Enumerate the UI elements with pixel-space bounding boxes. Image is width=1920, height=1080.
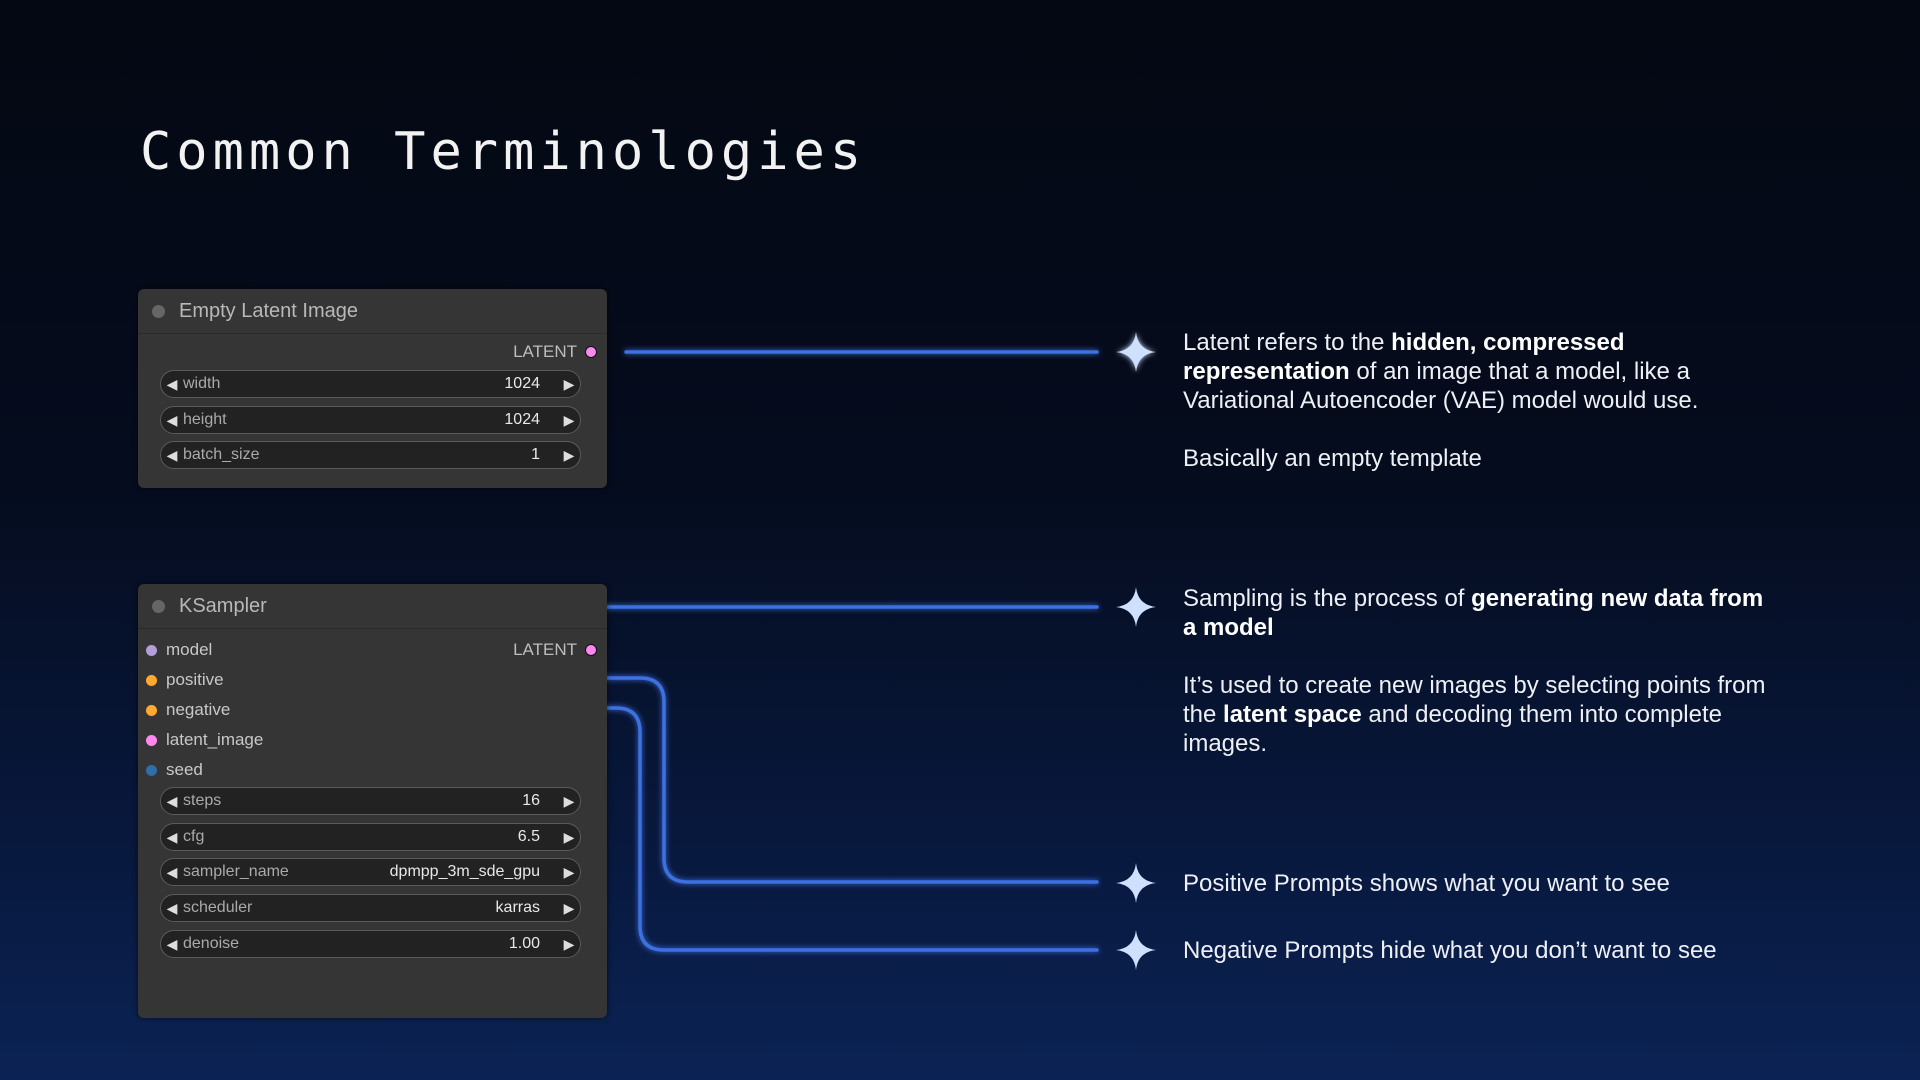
sparkle-icon bbox=[1116, 332, 1156, 372]
increment-arrow-icon[interactable]: ▶ bbox=[563, 828, 575, 845]
steps-widget[interactable]: ◀ steps 16 ▶ bbox=[160, 787, 581, 815]
slot-label: model bbox=[166, 640, 213, 659]
text: and decoding them into complete images. bbox=[1183, 701, 1722, 757]
negative-wire bbox=[295, 706, 1099, 952]
text: Basically an empty template bbox=[1183, 445, 1482, 472]
node-title: KSampler bbox=[179, 594, 267, 617]
denoise-widget[interactable]: ◀ denoise 1.00 ▶ bbox=[160, 930, 581, 958]
decrement-arrow-icon[interactable]: ◀ bbox=[166, 446, 178, 463]
slot-label: latent_image bbox=[166, 730, 264, 749]
decrement-arrow-icon[interactable]: ◀ bbox=[166, 863, 178, 880]
decrement-arrow-icon[interactable]: ◀ bbox=[166, 375, 178, 392]
latent-pin-icon[interactable] bbox=[585, 644, 597, 656]
negative-pin-icon[interactable] bbox=[146, 704, 157, 716]
widget-value: karras bbox=[495, 899, 540, 916]
widget-value: dpmpp_3m_sde_gpu bbox=[389, 863, 540, 880]
widget-label: sampler_name bbox=[183, 863, 289, 880]
input-negative[interactable]: negative bbox=[146, 700, 230, 720]
negative-annotation: Negative Prompts hide what you don’t wan… bbox=[1183, 937, 1717, 964]
sparkle-icon bbox=[1116, 863, 1156, 903]
widget-value: 1024 bbox=[504, 411, 540, 428]
input-positive[interactable]: positive bbox=[146, 670, 224, 690]
scheduler-widget[interactable]: ◀ scheduler karras ▶ bbox=[160, 894, 581, 922]
height-widget[interactable]: ◀ height 1024 ▶ bbox=[160, 406, 581, 434]
increment-arrow-icon[interactable]: ▶ bbox=[563, 446, 575, 463]
sparkle-icon bbox=[1116, 930, 1156, 970]
increment-arrow-icon[interactable]: ▶ bbox=[563, 863, 575, 880]
text: Latent refers to the bbox=[1183, 329, 1392, 356]
increment-arrow-icon[interactable]: ▶ bbox=[563, 899, 575, 916]
positive-pin-icon[interactable] bbox=[146, 674, 157, 686]
widget-label: width bbox=[183, 375, 221, 392]
input-latent-image[interactable]: latent_image bbox=[146, 730, 263, 750]
seed-pin-icon[interactable] bbox=[146, 764, 157, 776]
slot-label: seed bbox=[166, 760, 203, 779]
increment-arrow-icon[interactable]: ▶ bbox=[563, 935, 575, 952]
page-title: Common Terminologies bbox=[140, 122, 867, 182]
positive-annotation: Positive Prompts shows what you want to … bbox=[1183, 870, 1670, 897]
input-seed[interactable]: seed bbox=[146, 760, 203, 780]
widget-label: height bbox=[183, 411, 227, 428]
widget-value: 1024 bbox=[504, 375, 540, 392]
slot-label: negative bbox=[166, 700, 231, 719]
slot-label: positive bbox=[166, 670, 224, 689]
widget-label: denoise bbox=[183, 935, 240, 952]
node-header[interactable]: Empty Latent Image bbox=[138, 289, 607, 334]
widget-label: cfg bbox=[183, 828, 205, 845]
decrement-arrow-icon[interactable]: ◀ bbox=[166, 935, 178, 952]
decrement-arrow-icon[interactable]: ◀ bbox=[166, 792, 178, 809]
text: of an image that a model, like a Variati… bbox=[1183, 358, 1699, 414]
text: Sampling is the process of bbox=[1183, 585, 1472, 612]
output-latent[interactable]: LATENT bbox=[513, 342, 597, 362]
output-label: LATENT bbox=[513, 640, 577, 659]
input-model[interactable]: model bbox=[146, 640, 212, 660]
increment-arrow-icon[interactable]: ▶ bbox=[563, 375, 575, 392]
sampler-name-widget[interactable]: ◀ sampler_name dpmpp_3m_sde_gpu ▶ bbox=[160, 858, 581, 886]
decrement-arrow-icon[interactable]: ◀ bbox=[166, 899, 178, 916]
output-latent[interactable]: LATENT bbox=[513, 640, 597, 660]
empty-latent-image-node[interactable]: Empty Latent Image LATENT ◀ width 1024 ▶… bbox=[138, 289, 607, 488]
latent-annotation: Latent refers to the hidden, compressed … bbox=[1183, 328, 1763, 502]
widget-label: scheduler bbox=[183, 899, 253, 916]
model-pin-icon[interactable] bbox=[146, 644, 157, 656]
widget-value: 1 bbox=[531, 446, 540, 463]
sparkle-icon bbox=[1116, 587, 1156, 627]
increment-arrow-icon[interactable]: ▶ bbox=[563, 792, 575, 809]
text: It’s used to create new images by select… bbox=[1183, 672, 1766, 728]
latent-pin-icon[interactable] bbox=[146, 734, 157, 746]
collapse-dot-icon[interactable] bbox=[152, 599, 165, 613]
increment-arrow-icon[interactable]: ▶ bbox=[563, 411, 575, 428]
widget-value: 1.00 bbox=[508, 935, 540, 952]
width-widget[interactable]: ◀ width 1024 ▶ bbox=[160, 370, 581, 398]
ksampler-node[interactable]: KSampler LATENT model positive negative … bbox=[138, 584, 607, 1018]
decrement-arrow-icon[interactable]: ◀ bbox=[166, 828, 178, 845]
batch-size-widget[interactable]: ◀ batch_size 1 ▶ bbox=[160, 441, 581, 469]
decrement-arrow-icon[interactable]: ◀ bbox=[166, 411, 178, 428]
bold-text: generating new data from a model bbox=[1183, 585, 1764, 641]
bold-text: hidden, compressed representation bbox=[1183, 329, 1625, 385]
node-header[interactable]: KSampler bbox=[138, 584, 607, 629]
collapse-dot-icon[interactable] bbox=[152, 304, 165, 318]
bold-text: latent space bbox=[1223, 701, 1362, 728]
latent-pin-icon[interactable] bbox=[585, 346, 597, 358]
widget-label: steps bbox=[183, 792, 222, 809]
sampling-annotation: Sampling is the process of generating ne… bbox=[1183, 584, 1773, 787]
node-title: Empty Latent Image bbox=[179, 299, 358, 322]
cfg-widget[interactable]: ◀ cfg 6.5 ▶ bbox=[160, 823, 581, 851]
output-label: LATENT bbox=[513, 342, 577, 361]
widget-value: 6.5 bbox=[517, 828, 540, 845]
widget-value: 16 bbox=[522, 792, 540, 809]
positive-wire bbox=[295, 676, 1099, 884]
widget-label: batch_size bbox=[183, 446, 260, 463]
